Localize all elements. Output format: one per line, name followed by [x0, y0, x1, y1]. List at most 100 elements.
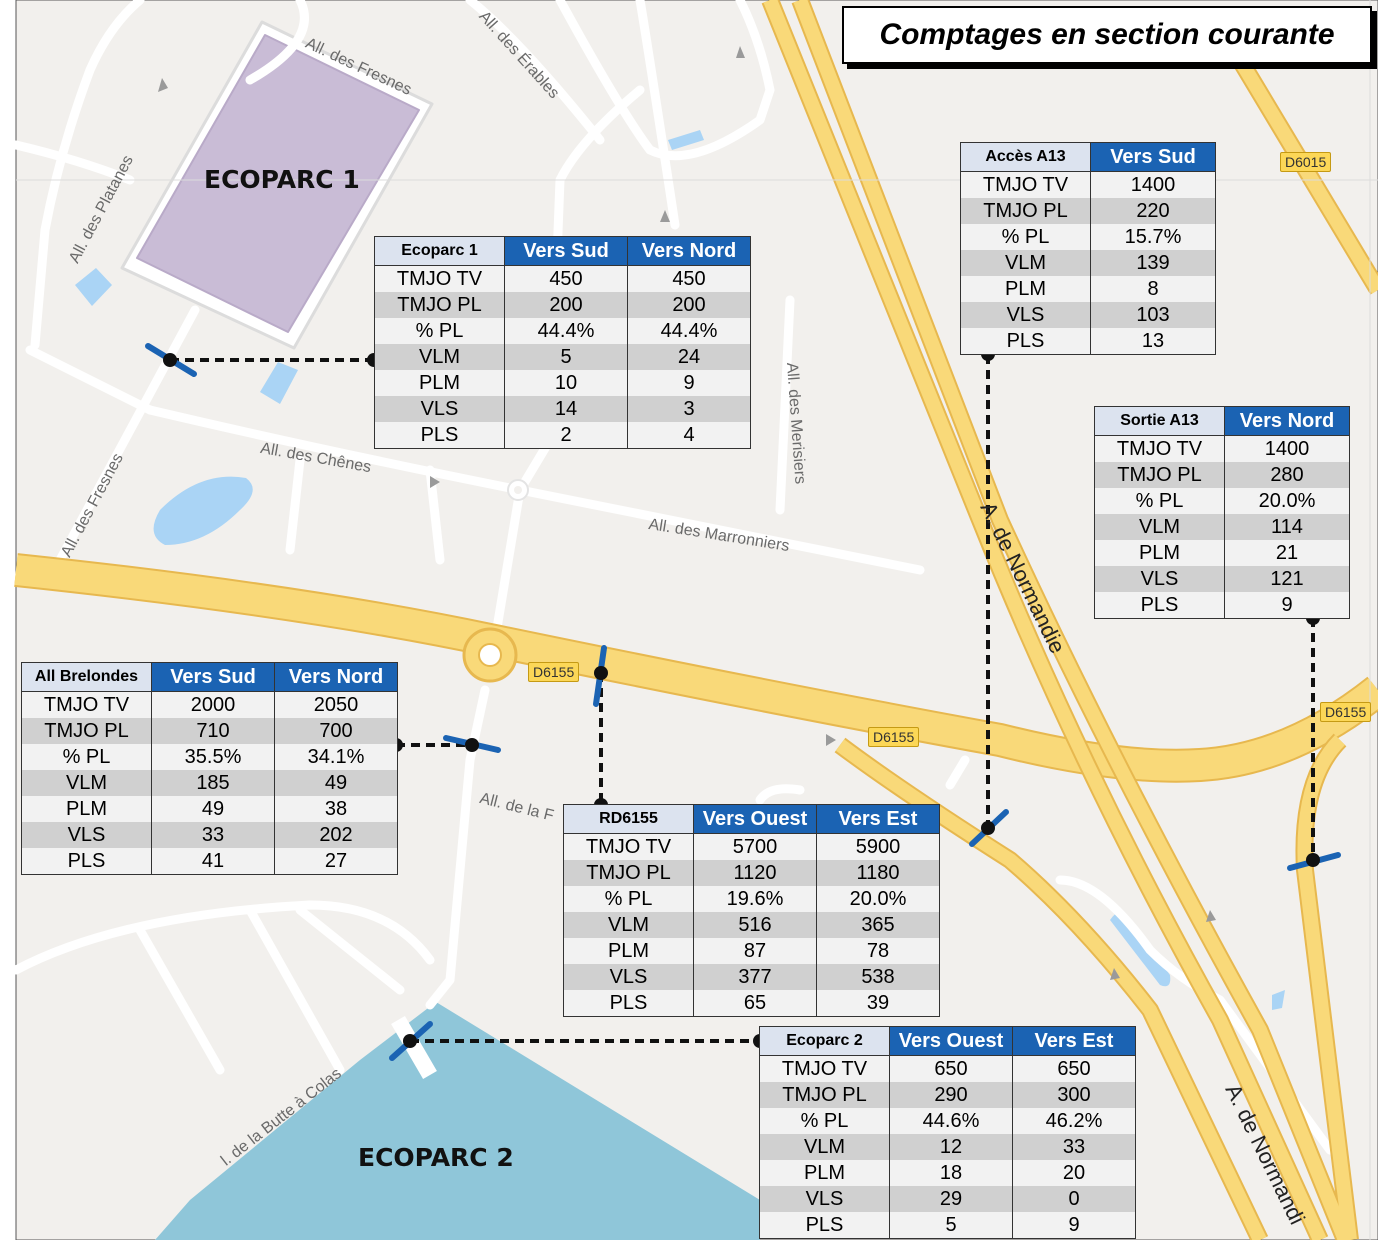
count-value: 9 [1224, 592, 1350, 619]
row-label: PLS [960, 328, 1091, 355]
count-value: 220 [1090, 198, 1216, 224]
row-label: PLS [21, 848, 152, 875]
ecoparc2-label: ECOPARC 2 [358, 1143, 514, 1172]
count-value: 300 [1012, 1082, 1136, 1108]
direction-header: Vers Est [1012, 1026, 1136, 1056]
count-value: 5700 [693, 833, 817, 860]
count-value: 9 [1012, 1212, 1136, 1239]
count-value: 27 [274, 848, 398, 875]
count-value: 2050 [274, 691, 398, 718]
count-value: 39 [816, 990, 940, 1017]
row-label: VLS [374, 396, 505, 422]
section-name: All Brelondes [21, 662, 152, 692]
count-value: 650 [889, 1055, 1013, 1082]
direction-header: Vers Ouest [693, 804, 817, 834]
main-roads [14, 0, 1378, 1240]
direction-header: Vers Nord [1224, 406, 1350, 436]
count-value: 5 [889, 1212, 1013, 1239]
row-label: TMJO PL [960, 198, 1091, 224]
count-value: 121 [1224, 566, 1350, 592]
count-value: 13 [1090, 328, 1216, 355]
road-shield: D6155 [1320, 702, 1372, 722]
ecoparc1-label: ECOPARC 1 [204, 165, 360, 194]
count-value: 2000 [151, 691, 275, 718]
row-label: VLM [21, 770, 152, 796]
row-label: PLS [759, 1212, 890, 1239]
road-shield: D6015 [1280, 152, 1332, 172]
section-name: Accès A13 [960, 142, 1091, 172]
row-label: PLS [563, 990, 694, 1017]
row-label: PLM [1094, 540, 1225, 566]
count-value: 18 [889, 1160, 1013, 1186]
count-value: 44.4% [504, 318, 628, 344]
count-value: 3 [627, 396, 751, 422]
count-value: 290 [889, 1082, 1013, 1108]
row-label: TMJO TV [374, 265, 505, 292]
count-value: 114 [1224, 514, 1350, 540]
row-label: VLM [563, 912, 694, 938]
count-value: 538 [816, 964, 940, 990]
count-value: 44.6% [889, 1108, 1013, 1134]
count-value: 202 [274, 822, 398, 848]
count-value: 200 [627, 292, 751, 318]
count-value: 20.0% [1224, 488, 1350, 514]
count-value: 710 [151, 718, 275, 744]
row-label: % PL [563, 886, 694, 912]
count-value: 9 [627, 370, 751, 396]
road-shield: D6155 [868, 727, 920, 747]
count-value: 5900 [816, 833, 940, 860]
road-shield: D6155 [528, 662, 580, 682]
count-value: 450 [504, 265, 628, 292]
direction-header: Vers Sud [504, 236, 628, 266]
row-label: VLM [1094, 514, 1225, 540]
count-value: 200 [504, 292, 628, 318]
row-label: VLM [960, 250, 1091, 276]
count-value: 49 [151, 796, 275, 822]
count-value: 44.4% [627, 318, 751, 344]
row-label: TMJO TV [563, 833, 694, 860]
count-value: 1400 [1224, 435, 1350, 462]
direction-header: Vers Sud [151, 662, 275, 692]
direction-header: Vers Ouest [889, 1026, 1013, 1056]
row-label: TMJO PL [21, 718, 152, 744]
count-value: 35.5% [151, 744, 275, 770]
row-label: VLS [21, 822, 152, 848]
direction-header: Vers Nord [274, 662, 398, 692]
row-label: % PL [1094, 488, 1225, 514]
count-value: 650 [1012, 1055, 1136, 1082]
row-label: PLS [1094, 592, 1225, 619]
map-title: Comptages en section courante [879, 18, 1335, 51]
count-value: 20.0% [816, 886, 940, 912]
count-value: 78 [816, 938, 940, 964]
count-value: 33 [151, 822, 275, 848]
